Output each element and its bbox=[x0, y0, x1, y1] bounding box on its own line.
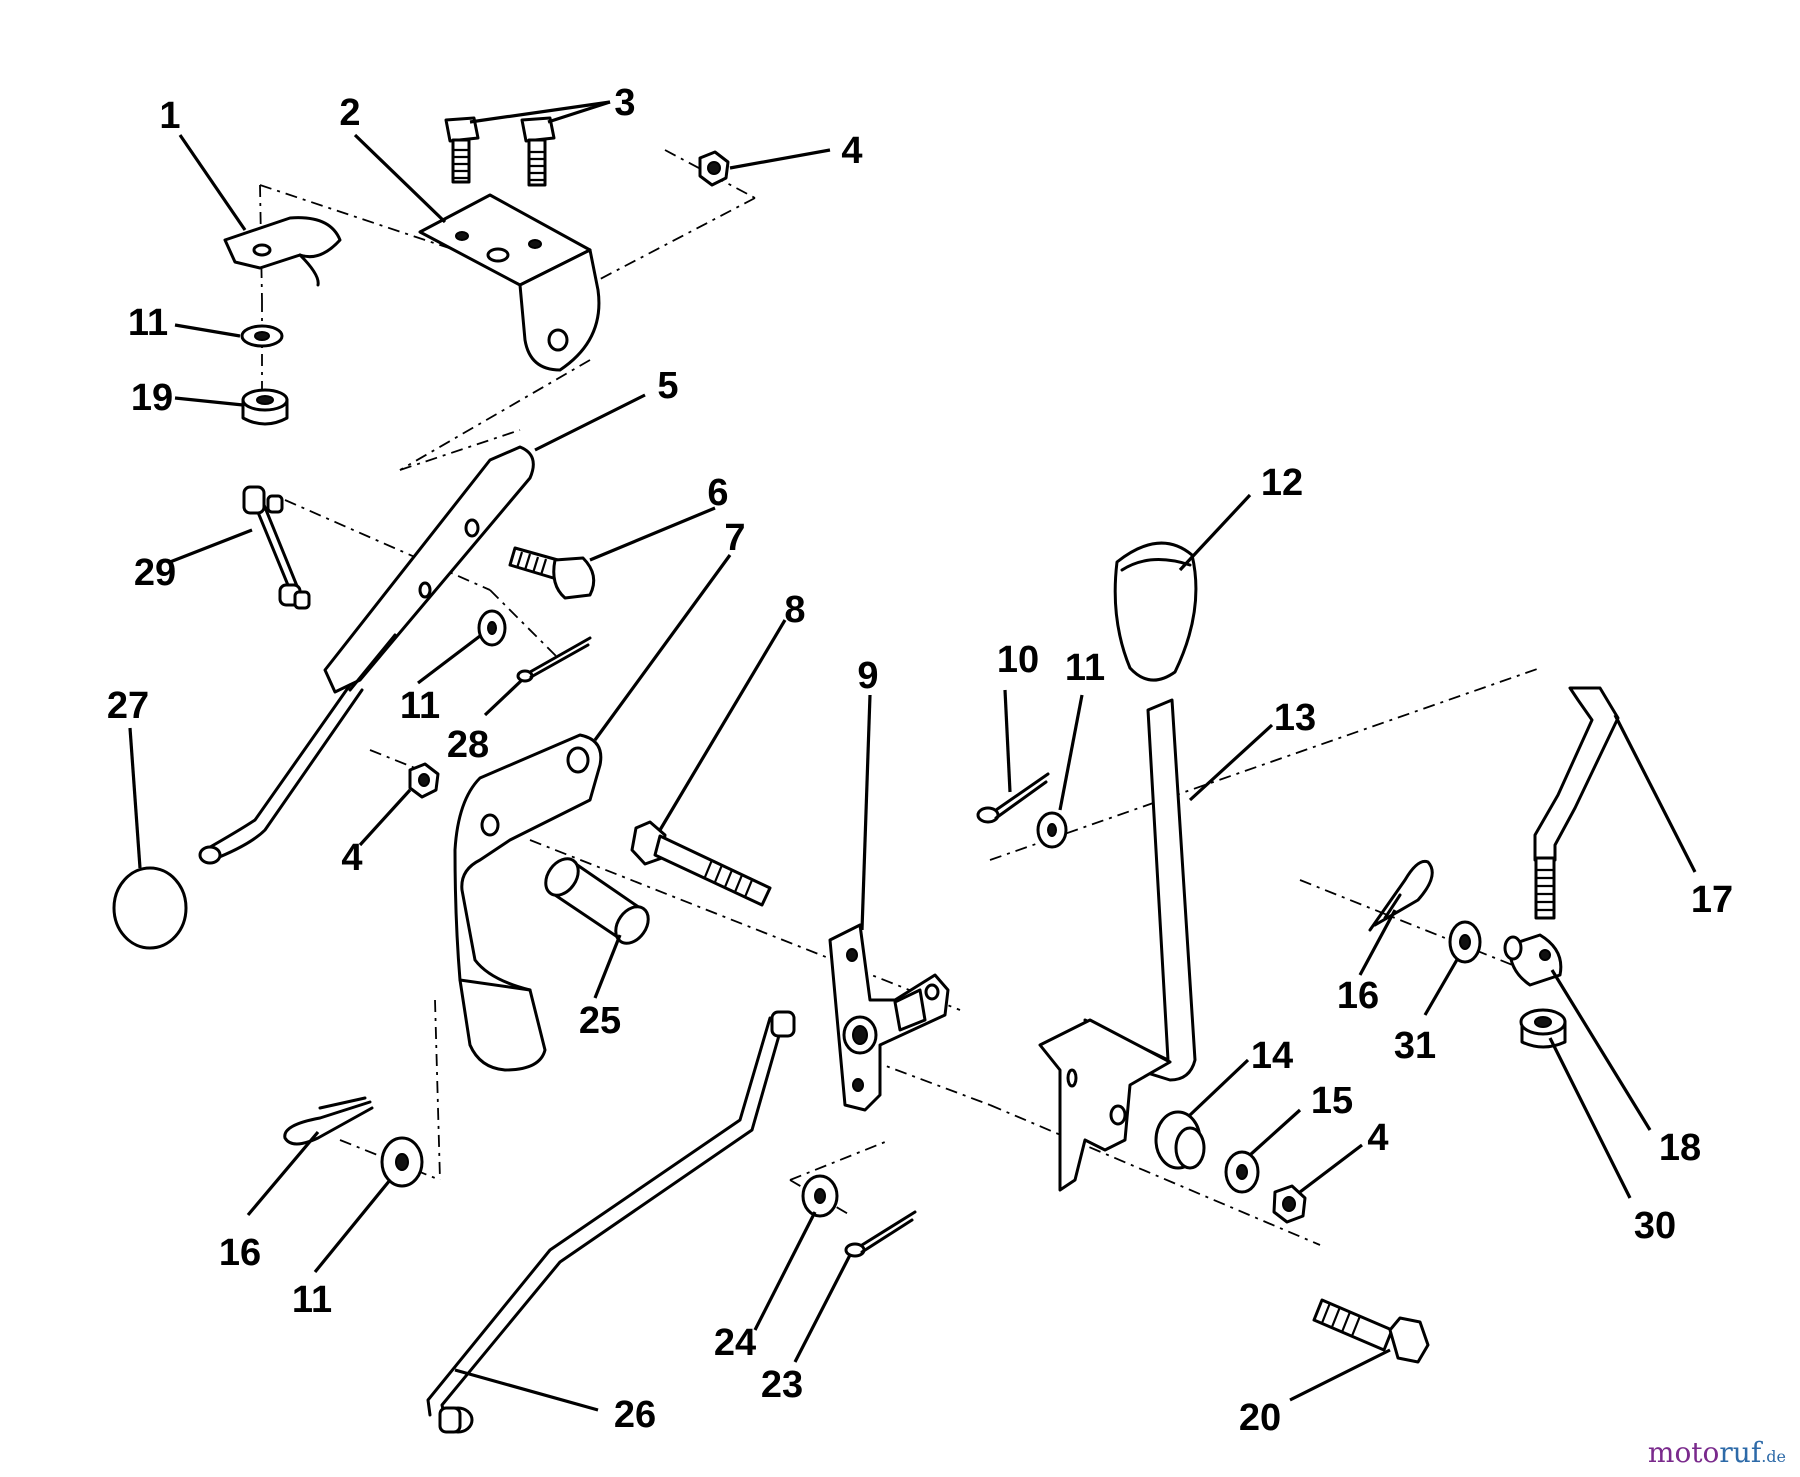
part-24-washer bbox=[801, 1174, 839, 1218]
part-15-washer bbox=[1224, 1150, 1260, 1194]
part-9-pivot-plate bbox=[828, 923, 950, 1112]
part-17-crank-rod bbox=[1533, 686, 1620, 920]
callout-18: 18 bbox=[1659, 1127, 1701, 1169]
part-18-swivel bbox=[1503, 933, 1563, 987]
callout-26: 26 bbox=[614, 1394, 656, 1436]
part-4-nut-top bbox=[698, 150, 730, 187]
callout-4-right: 4 bbox=[1367, 1117, 1388, 1159]
callout-27: 27 bbox=[107, 685, 149, 727]
part-19-spacer bbox=[241, 388, 289, 426]
callout-16-right: 16 bbox=[1337, 975, 1379, 1017]
callout-3: 3 bbox=[614, 82, 635, 124]
part-30-collar bbox=[1519, 1008, 1567, 1049]
part-4-nut-right bbox=[1272, 1184, 1307, 1224]
part-12-handle-grip bbox=[1113, 541, 1198, 682]
part-16-hairpin-right bbox=[1368, 859, 1434, 932]
part-11-washer-bottom bbox=[380, 1136, 424, 1188]
part-13-shift-lever bbox=[1038, 698, 1197, 1192]
watermark-logo: motoruf.de bbox=[1648, 1436, 1786, 1469]
callout-7: 7 bbox=[724, 517, 745, 559]
callout-5: 5 bbox=[657, 365, 678, 407]
part-11-washer-mid bbox=[477, 609, 507, 647]
callout-2: 2 bbox=[339, 92, 360, 134]
part-23-cotter-pin bbox=[844, 1210, 917, 1258]
part-2-mount-bracket bbox=[418, 193, 601, 372]
callout-23: 23 bbox=[761, 1364, 803, 1406]
part-11-washer-right bbox=[1036, 811, 1068, 849]
callout-16-left: 16 bbox=[219, 1232, 261, 1274]
callout-20: 20 bbox=[1239, 1397, 1281, 1439]
callout-4-top: 4 bbox=[841, 130, 862, 172]
part-8-shoulder-bolt bbox=[630, 820, 772, 907]
callout-11-bottom: 11 bbox=[292, 1279, 332, 1321]
part-7-bracket bbox=[453, 733, 603, 1072]
callout-11-top: 11 bbox=[128, 302, 168, 344]
alignment-lines bbox=[259, 149, 1551, 1246]
part-20-bolt bbox=[1312, 1298, 1430, 1364]
callout-14: 14 bbox=[1251, 1035, 1293, 1077]
part-31-washer bbox=[1448, 920, 1482, 964]
watermark-part-3: .de bbox=[1761, 1447, 1786, 1466]
callout-24: 24 bbox=[714, 1322, 756, 1364]
callout-19: 19 bbox=[131, 377, 173, 419]
callout-10: 10 bbox=[997, 639, 1039, 681]
callout-11-mid: 11 bbox=[400, 685, 440, 727]
leader-lines bbox=[128, 100, 1697, 1412]
callout-6: 6 bbox=[707, 472, 728, 514]
callout-4-left: 4 bbox=[341, 837, 362, 879]
part-26-long-rod bbox=[426, 1010, 796, 1434]
callout-25: 25 bbox=[579, 1000, 621, 1042]
callout-28: 28 bbox=[447, 724, 489, 766]
part-25-sleeve bbox=[544, 857, 650, 945]
part-16-hairpin-left bbox=[283, 1096, 374, 1146]
callout-12: 12 bbox=[1261, 462, 1303, 504]
part-11-washer-top bbox=[240, 324, 284, 348]
part-10-cotter-pin bbox=[976, 772, 1050, 824]
callout-numbers: 1 2 3 4 11 19 5 6 7 29 8 12 9 10 11 13 2… bbox=[107, 82, 1733, 1439]
watermark-part-1: moto bbox=[1647, 1436, 1720, 1469]
part-3-bolts bbox=[444, 116, 556, 187]
part-5-lever-plate bbox=[323, 445, 535, 694]
callout-11-right: 11 bbox=[1065, 647, 1105, 689]
part-29-link-rod bbox=[242, 485, 311, 610]
callout-9: 9 bbox=[857, 655, 878, 697]
part-6-bolt bbox=[508, 546, 596, 600]
watermark-part-2: ruf bbox=[1719, 1436, 1762, 1469]
part-28-cotter-pin bbox=[516, 636, 592, 683]
callout-8: 8 bbox=[784, 589, 805, 631]
callout-13: 13 bbox=[1274, 697, 1316, 739]
callout-17: 17 bbox=[1691, 879, 1733, 921]
callout-31: 31 bbox=[1394, 1025, 1436, 1067]
callout-15: 15 bbox=[1311, 1080, 1353, 1122]
part-27-rod-knob bbox=[112, 683, 364, 950]
part-14-bushing bbox=[1154, 1110, 1206, 1170]
part-4-nut-left bbox=[408, 762, 440, 799]
callout-1: 1 bbox=[159, 95, 180, 137]
part-1-clip-bracket bbox=[223, 216, 342, 287]
callout-30: 30 bbox=[1634, 1205, 1676, 1247]
callout-29: 29 bbox=[134, 552, 176, 594]
